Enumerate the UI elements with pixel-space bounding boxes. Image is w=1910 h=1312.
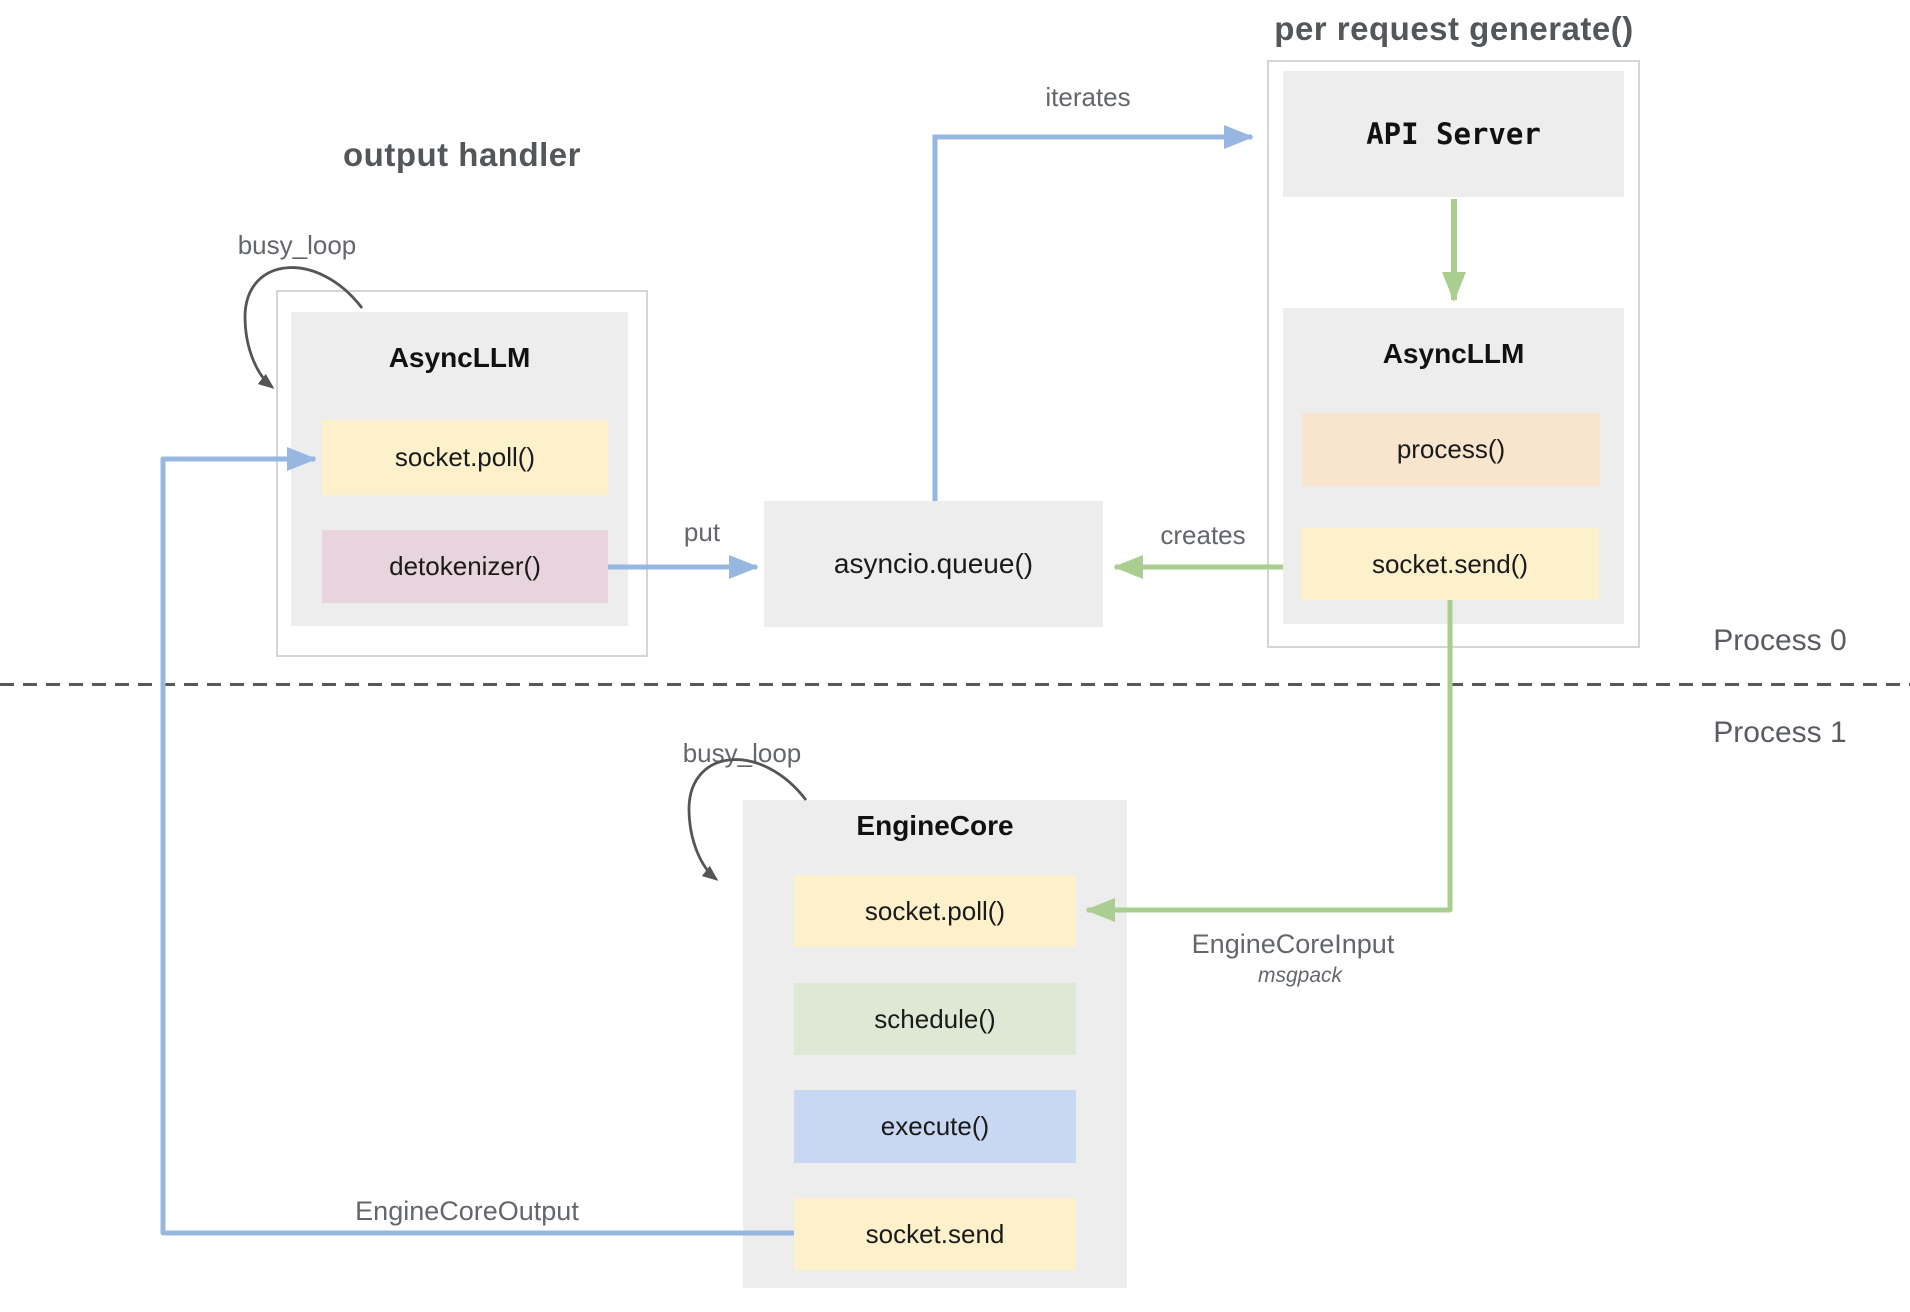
- process-0-label: Process 0: [1713, 624, 1847, 657]
- asyncllm-left-socket-poll: socket.poll(): [322, 420, 608, 495]
- engine-core-output-label: EngineCoreOutput: [355, 1196, 579, 1226]
- put-label: put: [683, 517, 721, 547]
- asyncllm-left-title: AsyncLLM: [388, 342, 531, 373]
- output-handler-title: output handler: [343, 136, 581, 173]
- asyncllm-right-process: process(): [1302, 413, 1600, 486]
- busy-loop-label-top: busy_loop: [237, 230, 357, 260]
- asyncllm-left-detokenizer: detokenizer(): [322, 530, 608, 603]
- api-server-box: API Server: [1283, 71, 1624, 197]
- creates-label: creates: [1160, 520, 1246, 550]
- asyncllm-right-title: AsyncLLM: [1382, 338, 1525, 369]
- iterates-label: iterates: [1045, 82, 1131, 112]
- engine-core-socket-send: socket.send: [794, 1198, 1076, 1270]
- asyncllm-right-socket-send: socket.send(): [1301, 528, 1599, 600]
- per-request-generate-title: per request generate(): [1274, 10, 1634, 47]
- msgpack-label: msgpack: [1257, 964, 1343, 987]
- engine-core-socket-poll: socket.poll(): [794, 875, 1076, 947]
- engine-core-title: EngineCore: [856, 810, 1014, 841]
- engine-core-input-label: EngineCoreInput: [1191, 929, 1395, 959]
- process-divider-dashed-line: [0, 683, 1910, 686]
- asyncio-queue-box: asyncio.queue(): [764, 501, 1103, 627]
- engine-core-schedule: schedule(): [794, 983, 1076, 1055]
- process-1-label: Process 1: [1713, 716, 1847, 749]
- engine-core-execute: execute(): [794, 1090, 1076, 1163]
- busy-loop-label-bottom: busy_loop: [682, 738, 802, 768]
- iterates-arrow: [932, 125, 1254, 501]
